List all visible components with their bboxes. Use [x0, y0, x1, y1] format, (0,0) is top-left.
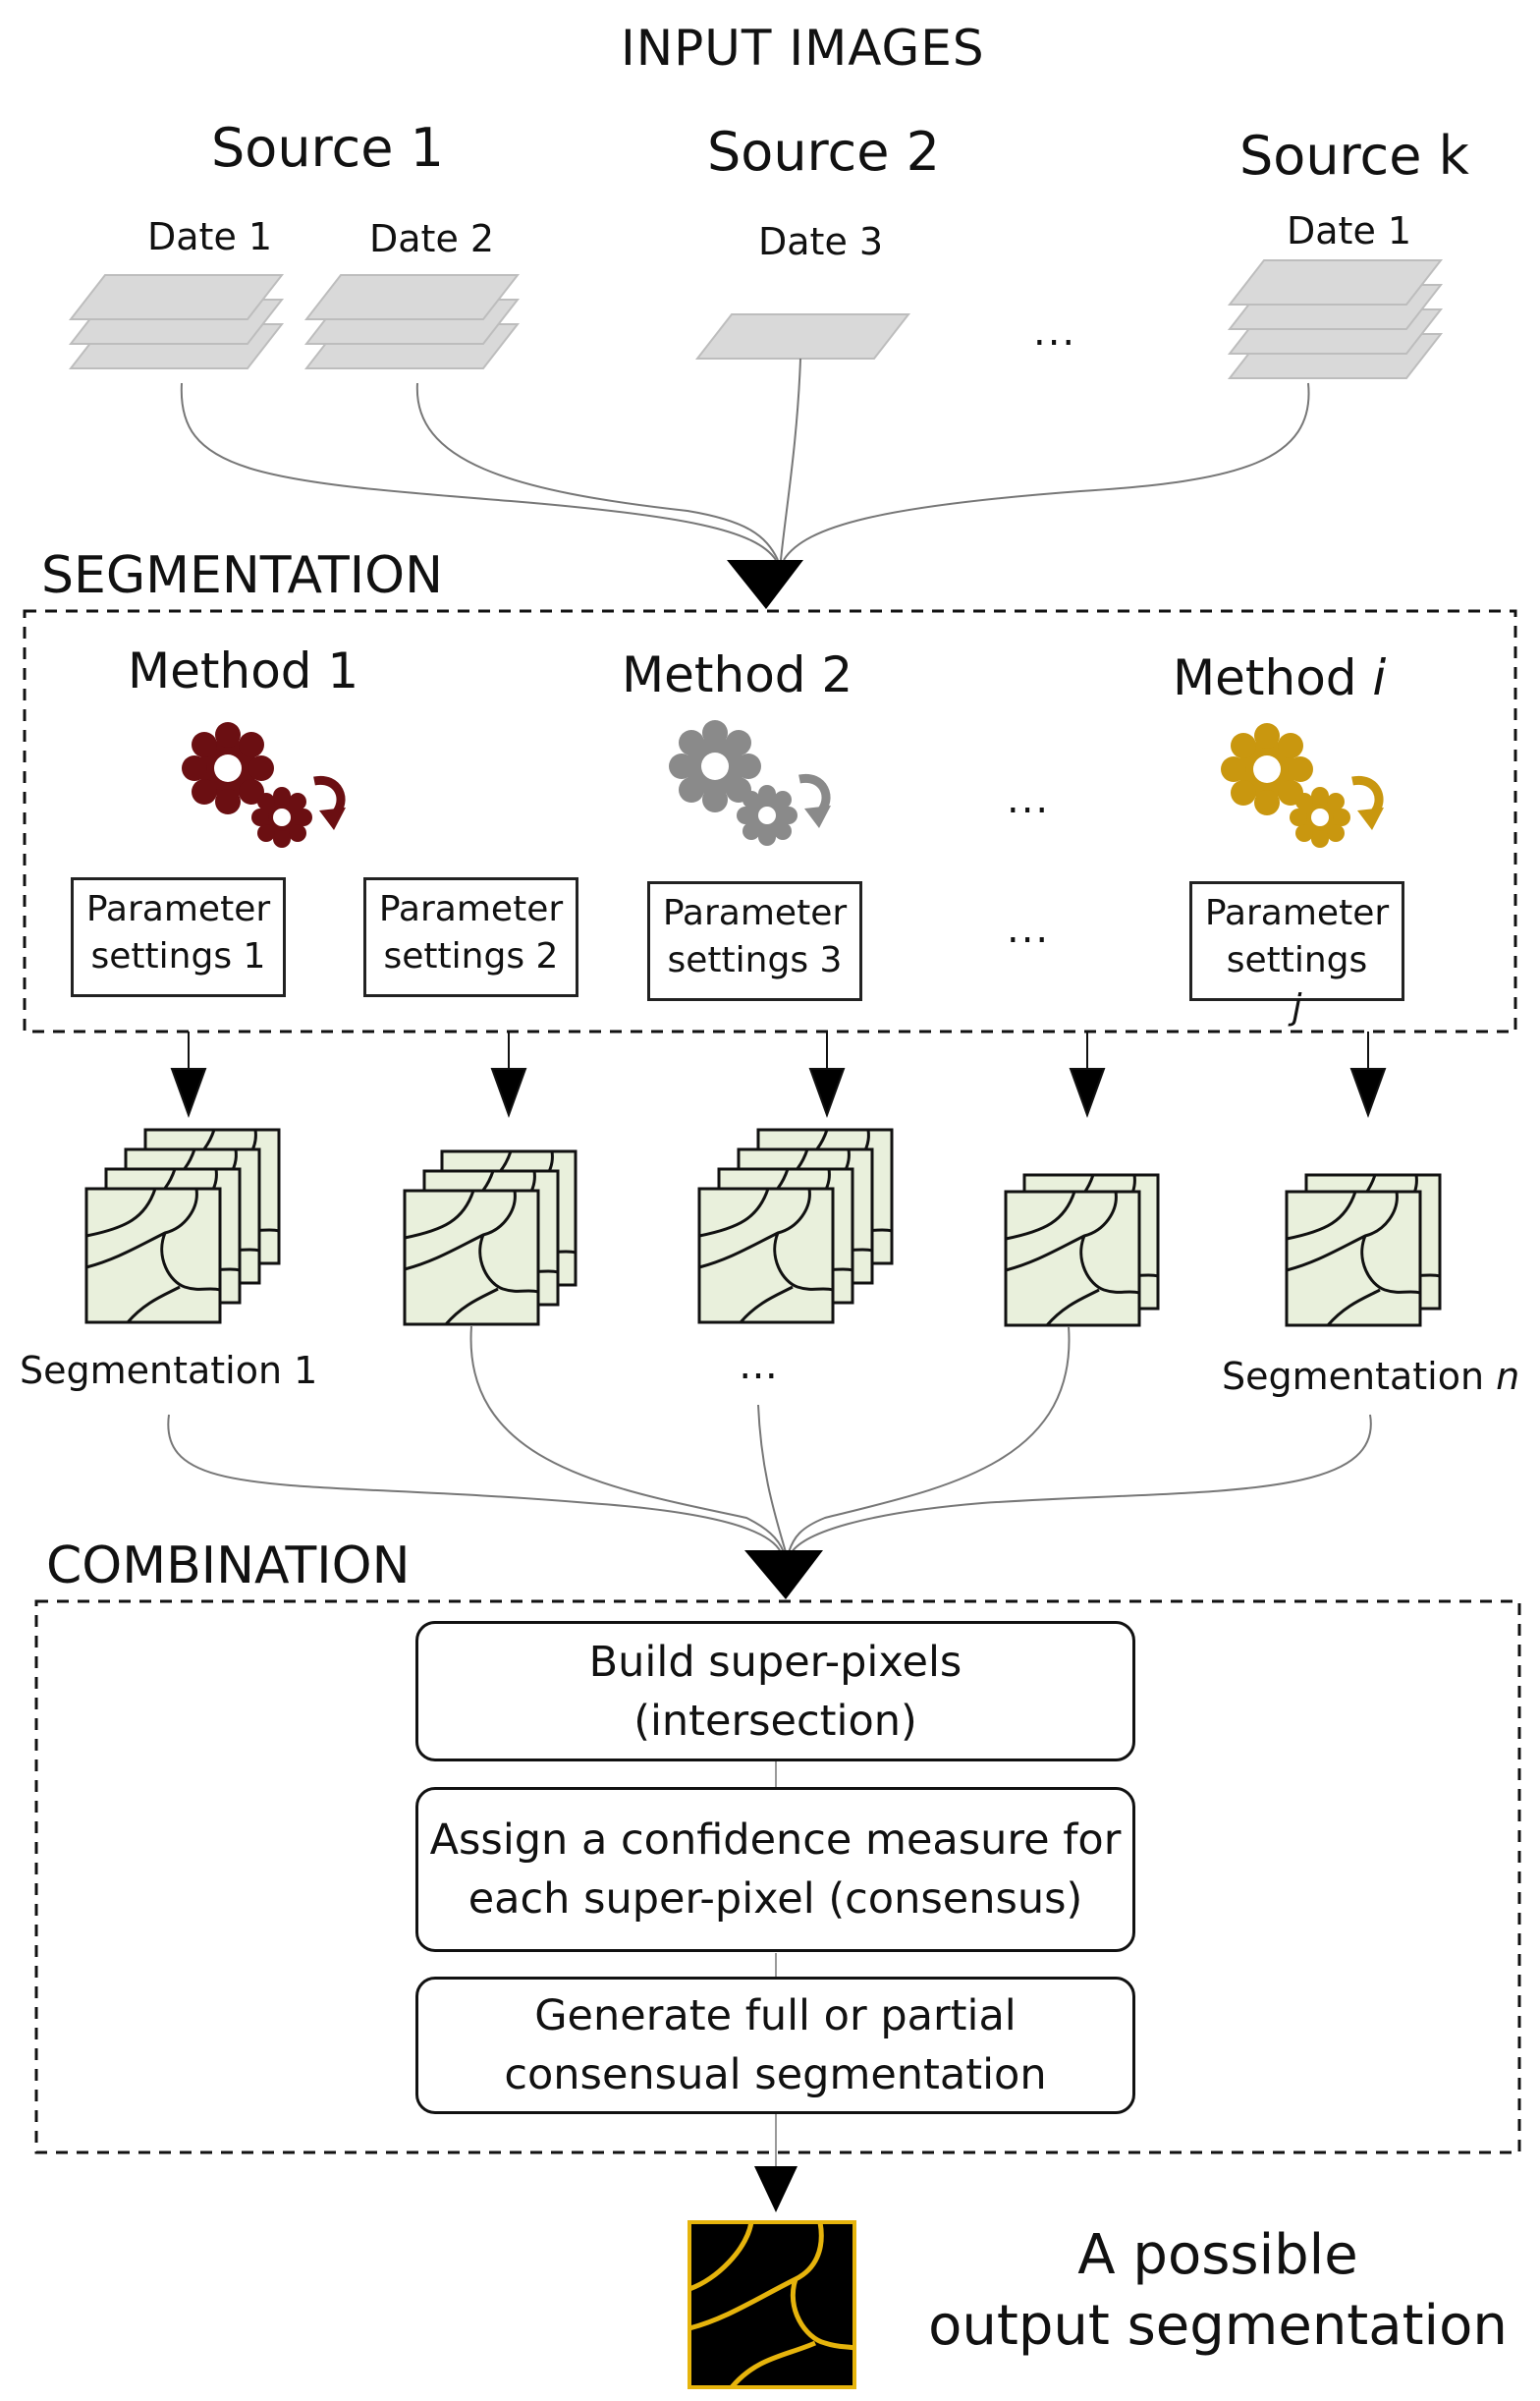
arrow-to-segmentation	[727, 560, 803, 609]
segmentation-box	[23, 609, 1517, 1033]
gear-icon-method-1	[182, 722, 346, 848]
layer-stack-skd1	[1229, 259, 1442, 379]
methods-ellipsis: ...	[1007, 777, 1051, 822]
sources-ellipsis: ...	[1033, 309, 1077, 355]
source-2-label: Source 2	[707, 121, 940, 183]
segmentation-stack-4	[1004, 1173, 1160, 1327]
segmentation-1-label: Segmentation 1	[20, 1349, 318, 1392]
segmentations-ellipsis: …	[739, 1343, 780, 1388]
date-label: Date 2	[369, 217, 495, 260]
parameters-ellipsis: ...	[1007, 907, 1051, 952]
date-label: Date 1	[147, 215, 273, 258]
segmentation-stack-3	[697, 1128, 894, 1324]
source-k-label: Source k	[1239, 125, 1469, 187]
segmentation-header: SEGMENTATION	[41, 546, 443, 605]
layer-stack-s2d3	[696, 313, 909, 360]
date-label: Date 3	[758, 220, 884, 263]
arrow-to-output	[754, 2166, 798, 2212]
gear-icon-method-i	[1221, 723, 1384, 848]
segmentation-output-arrows	[170, 1032, 1387, 1118]
segmentation-stack-n	[1285, 1173, 1442, 1327]
combination-box	[34, 1599, 1521, 2154]
arrow-to-combination	[744, 1550, 823, 1599]
method-1-label: Method 1	[128, 642, 359, 699]
input-connectors	[180, 358, 1310, 561]
output-segmentation-image	[688, 2220, 856, 2389]
gear-icon-method-2	[669, 720, 831, 846]
source-1-label: Source 1	[211, 117, 444, 179]
segmentation-n-label: Segmentation n	[1222, 1355, 1520, 1398]
combination-header: COMBINATION	[46, 1536, 411, 1595]
segmentation-stack-1	[84, 1128, 281, 1324]
method-2-label: Method 2	[622, 646, 853, 703]
layer-stack-s1d1	[70, 274, 283, 369]
step-build-super-pixels: Build super-pixels(intersection)	[415, 1621, 1135, 1761]
layer-stack-s1d2	[305, 274, 519, 369]
date-label: Date 1	[1287, 209, 1412, 252]
segmentation-connectors	[167, 1325, 1372, 1553]
input-images-header: INPUT IMAGES	[621, 20, 985, 77]
segmentation-stack-2	[403, 1149, 578, 1326]
method-i-label: Method i	[1173, 649, 1387, 706]
